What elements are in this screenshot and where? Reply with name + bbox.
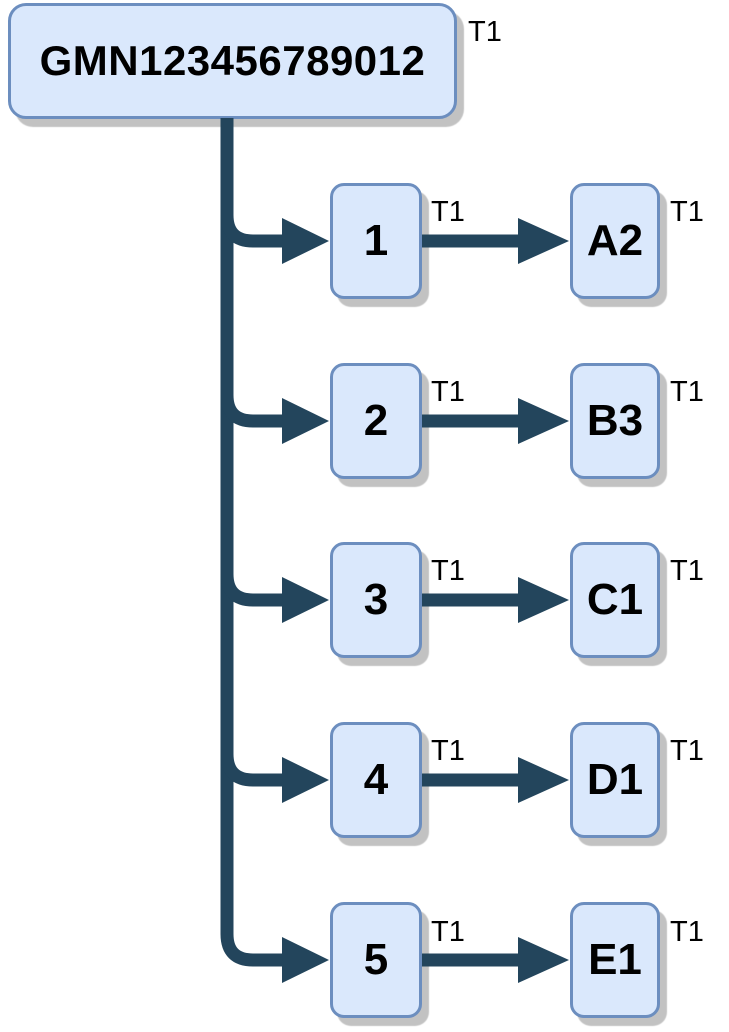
dest-node-tag: T1 (670, 555, 704, 587)
step-edge-tag: T1 (431, 376, 465, 408)
arrow-head-icon (282, 398, 329, 444)
dest-node-tag: T1 (670, 916, 704, 948)
branch-connector-row4 (220, 735, 283, 787)
root-node: GMN123456789012 (8, 3, 457, 119)
step-node: 4 (330, 722, 422, 838)
branch-connector-row3 (220, 555, 283, 607)
arrow-head-icon (518, 577, 569, 623)
step-node: 1 (330, 183, 422, 299)
arrow-head-icon (518, 398, 569, 444)
branch-connector-row2 (220, 376, 283, 428)
root-node-tag: T1 (468, 16, 502, 48)
step-edge-tag: T1 (431, 196, 465, 228)
step-edge-tag: T1 (431, 735, 465, 767)
dest-node: D1 (570, 722, 660, 838)
dest-node-tag: T1 (670, 196, 704, 228)
arrow-head-icon (518, 937, 569, 983)
step-edge-tag: T1 (431, 555, 465, 587)
dest-node-tag: T1 (670, 376, 704, 408)
arrow-head-icon (518, 218, 569, 264)
step-edge-tag: T1 (431, 916, 465, 948)
dest-node: E1 (570, 902, 660, 1018)
branch-connector-row1 (220, 196, 283, 248)
dest-node-tag: T1 (670, 735, 704, 767)
trunk-connector-line (220, 118, 283, 967)
arrow-head-icon (518, 757, 569, 803)
arrow-head-icon (282, 577, 329, 623)
step-node: 2 (330, 363, 422, 479)
dest-node: B3 (570, 363, 660, 479)
arrow-head-icon (282, 937, 329, 983)
arrow-head-icon (282, 757, 329, 803)
dest-node: C1 (570, 542, 660, 658)
arrow-head-icon (282, 218, 329, 264)
step-node: 5 (330, 902, 422, 1018)
dest-node: A2 (570, 183, 660, 299)
step-node: 3 (330, 542, 422, 658)
